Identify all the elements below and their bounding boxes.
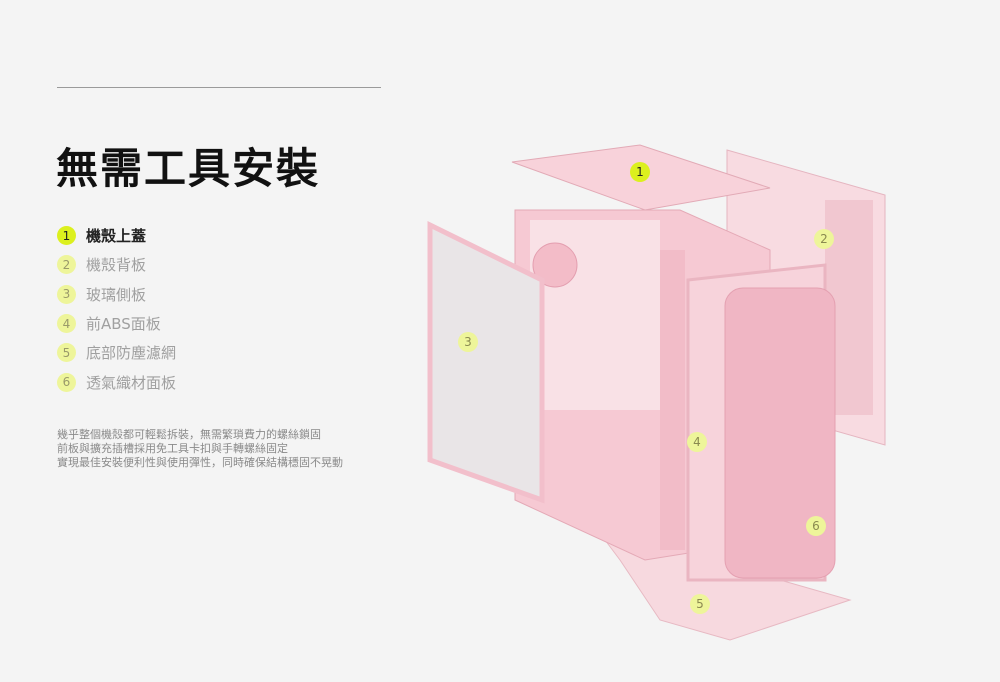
marker-2[interactable]: 2 [814,229,834,249]
marker-5[interactable]: 5 [690,594,710,614]
description-line: 實現最佳安裝便利性與使用彈性，同時確保結構穩固不晃動 [57,456,343,469]
divider-line [57,87,381,88]
chassis-frame [660,250,685,550]
part-item-bottom-dust-filter[interactable]: 5 底部防塵濾網 [57,338,176,367]
part-label: 玻璃側板 [86,285,147,304]
part-label: 底部防塵濾網 [86,344,177,363]
part-item-glass-side-panel[interactable]: 3 玻璃側板 [57,280,176,309]
page-title: 無需工具安裝 [56,144,321,193]
part-number-badge: 4 [57,314,76,334]
part-label: 機殼上蓋 [86,227,147,246]
parts-list: 1 機殼上蓋 2 機殼背板 3 玻璃側板 4 前ABS面板 5 底部防塵濾網 6 透氣織材面… [57,221,176,397]
part-item-top-cover[interactable]: 1 機殼上蓋 [57,221,176,250]
part-item-front-abs-panel[interactable]: 4 前ABS面板 [57,309,176,338]
fabric-panel [724,287,836,579]
part-item-back-panel[interactable]: 2 機殼背板 [57,250,176,279]
fan [532,242,578,288]
marker-3[interactable]: 3 [458,332,478,352]
part-label: 前ABS面板 [86,315,161,334]
glass-side-panel [427,220,545,504]
exploded-case-illustration [427,144,886,641]
part-number-badge: 2 [57,255,76,275]
part-number-badge: 3 [57,284,76,304]
part-label: 機殼背板 [86,256,147,275]
part-number-badge: 6 [57,372,76,392]
marker-1[interactable]: 1 [630,162,650,182]
description: 幾乎整個機殼都可輕鬆拆裝，無需繁瑣費力的螺絲鎖固 前板與擴充插槽採用免工具卡扣與… [57,428,343,470]
part-item-fabric-panel[interactable]: 6 透氣織材面板 [57,367,176,396]
marker-6[interactable]: 6 [806,516,826,536]
part-number-badge: 5 [57,343,76,363]
part-number-badge: 1 [57,226,76,246]
description-line: 幾乎整個機殼都可輕鬆拆裝，無需繁瑣費力的螺絲鎖固 [57,428,321,441]
marker-4[interactable]: 4 [687,432,707,452]
description-line: 前板與擴充插槽採用免工具卡扣與手轉螺絲固定 [57,442,288,455]
part-label: 透氣織材面板 [86,373,177,392]
